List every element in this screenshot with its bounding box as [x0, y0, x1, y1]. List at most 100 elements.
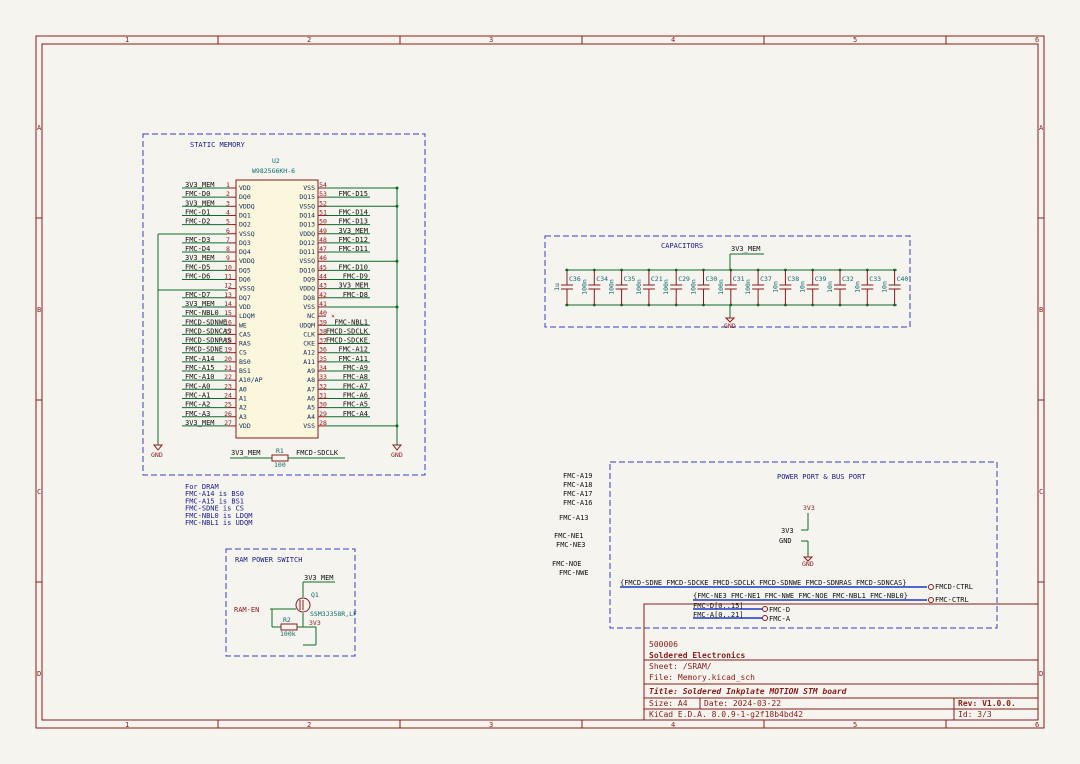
capacitor-ref: C34	[596, 275, 608, 283]
u2-left-pin-number: 17	[224, 327, 232, 335]
u2-left-net-label: FMC-A1	[185, 391, 210, 399]
u2-left-net-label: 3V3_MEM	[185, 419, 215, 427]
u2-left-pin-number: 27	[224, 419, 232, 427]
u2-right-net-label: 3V3_MEM	[338, 227, 368, 235]
capacitor-ref: C40	[897, 275, 909, 283]
u2-left-pin-name: A2	[239, 404, 247, 412]
u2-right-net-label: FMC-A7	[343, 382, 368, 390]
u2-left-pin-name: WE	[239, 321, 247, 329]
u2-body[interactable]	[235, 179, 319, 439]
pp-3v3-port: 3V3	[781, 527, 794, 535]
u2-right-pin-number: 43	[319, 282, 327, 290]
u2-right-pin-number: 31	[319, 391, 327, 399]
u2-left-net-label: FMC-D2	[185, 218, 210, 226]
u2-left-pin-name: LDQM	[239, 312, 255, 320]
ram-switch-supply: 3V3_MEM	[304, 574, 334, 582]
u2-left-pin-number: 20	[224, 355, 232, 363]
u2-right-pin-number: 35	[319, 355, 327, 363]
u2-right-net-label: FMC-D11	[338, 245, 368, 253]
bus-net-label: FMC-NWE	[559, 569, 589, 577]
u2-left-pin-number: 8	[226, 245, 230, 253]
capacitor-value: 10n	[771, 281, 779, 293]
bus4-port: FMC-A	[769, 615, 791, 623]
u2-right-net-label: FMC-A6	[343, 391, 368, 399]
frame-col-label-bottom: 2	[307, 721, 311, 729]
capacitor-value: 100n	[744, 279, 752, 295]
ram-switch-vin: 3V3	[309, 619, 321, 627]
u2-right-pin-number: 28	[319, 419, 327, 427]
u2-left-pin-number: 3	[226, 199, 230, 207]
tb-id: 500006	[649, 640, 678, 649]
capacitor[interactable]: C38 10n	[771, 268, 799, 307]
u2-left-pin-name: CS	[239, 349, 247, 357]
q1-mosfet-icon[interactable]	[295, 597, 311, 613]
u2-left-net-label: FMC-D7	[185, 291, 210, 299]
u2-right-pin-name: UDQM	[299, 321, 315, 329]
u2-left-pin-number: 15	[224, 309, 232, 317]
power-port-title: POWER PORT & BUS PORT	[777, 473, 866, 481]
frame-col-label-top: 3	[489, 36, 493, 44]
capacitor-value: 100n	[635, 279, 643, 295]
u2-right-net-label: FMCD-SDCLK	[326, 327, 369, 335]
tb-title: Title: Soldered Inkplate MOTION STM boar…	[649, 686, 847, 696]
u2-right-pin-number: 51	[319, 208, 327, 216]
q1-part: SSM3J358R,LF	[310, 610, 357, 618]
u2-right-pin-name: CLK	[303, 330, 315, 338]
u2-left-net-label: FMC-NBL0	[185, 309, 219, 317]
u2-right-net-label: FMC-A9	[343, 364, 368, 372]
u2-left-pin-number: 4	[226, 208, 230, 216]
u2-right-net-label: FMC-A5	[343, 401, 368, 409]
tb-company: Soldered Electronics	[649, 650, 746, 660]
u2-left-net-label: FMCD-SDNE	[185, 346, 223, 354]
u2-left-pin-number: 22	[224, 373, 232, 381]
u2-left-net-label: FMC-D3	[185, 236, 210, 244]
r1-right-net: FMCD-SDCLK	[296, 449, 339, 457]
u2-right-pin-name: DQ11	[299, 248, 315, 256]
capacitor-value: 100n	[662, 279, 670, 295]
dram-note-line: FMC-NBL0 is LDQM	[185, 512, 252, 520]
u2-right-pin-name: DQ9	[303, 276, 315, 284]
u2-left-pin-name: CAS	[239, 330, 251, 338]
u2-left-pin-name: DQ2	[239, 221, 251, 229]
u2-left-pin-name: BS0	[239, 358, 251, 366]
u2-left-pin-name: VDD	[239, 184, 251, 192]
u2-right-net-label: FMC-D10	[338, 263, 368, 271]
frame-row-label-right: D	[1039, 670, 1043, 678]
gnd-left-label: GND	[151, 451, 163, 459]
u2-left-net-label: FMC-D5	[185, 263, 210, 271]
capacitor-value: 100n	[690, 279, 698, 295]
u2-left-pin-number: 21	[224, 364, 232, 372]
u2-right-net-label: FMC-D15	[338, 190, 368, 198]
u2-left-pin-name: VDDQ	[239, 202, 255, 210]
u2-left-pin-name: DQ1	[239, 211, 251, 219]
ram-power-switch-block: RAM POWER SWITCH 3V3_MEM Q1 SSM3J358R,LF…	[225, 548, 357, 657]
bus4-label: FMC-A[0..21]	[693, 611, 744, 619]
u2-right-pin-number: 52	[319, 199, 327, 207]
u2-left-net-label: FMC-A0	[185, 382, 210, 390]
capacitors-block: CAPACITORS 3V3_MEM GND C361uC34100nC3510…	[544, 235, 911, 330]
u2-right-pin-name: VSS	[303, 422, 315, 430]
frame-row-label-left: A	[37, 124, 42, 132]
u2-left-pin-name: DQ5	[239, 266, 251, 274]
bus2-port: FMC-CTRL	[935, 596, 969, 604]
frame-row-label-left: B	[37, 306, 41, 314]
frame-row-label-right: A	[1039, 124, 1044, 132]
bus-net-label: FMC-A16	[563, 499, 593, 507]
u2-part: W9825G6KH-6	[252, 167, 295, 175]
gnd-right-label: GND	[391, 451, 403, 459]
capacitor-ref: C39	[815, 275, 827, 283]
capacitor-ref: C38	[787, 275, 799, 283]
bus2-label: {FMC-NE3 FMC-NE1 FMC-NWE FMC-NOE FMC-NBL…	[693, 592, 908, 600]
